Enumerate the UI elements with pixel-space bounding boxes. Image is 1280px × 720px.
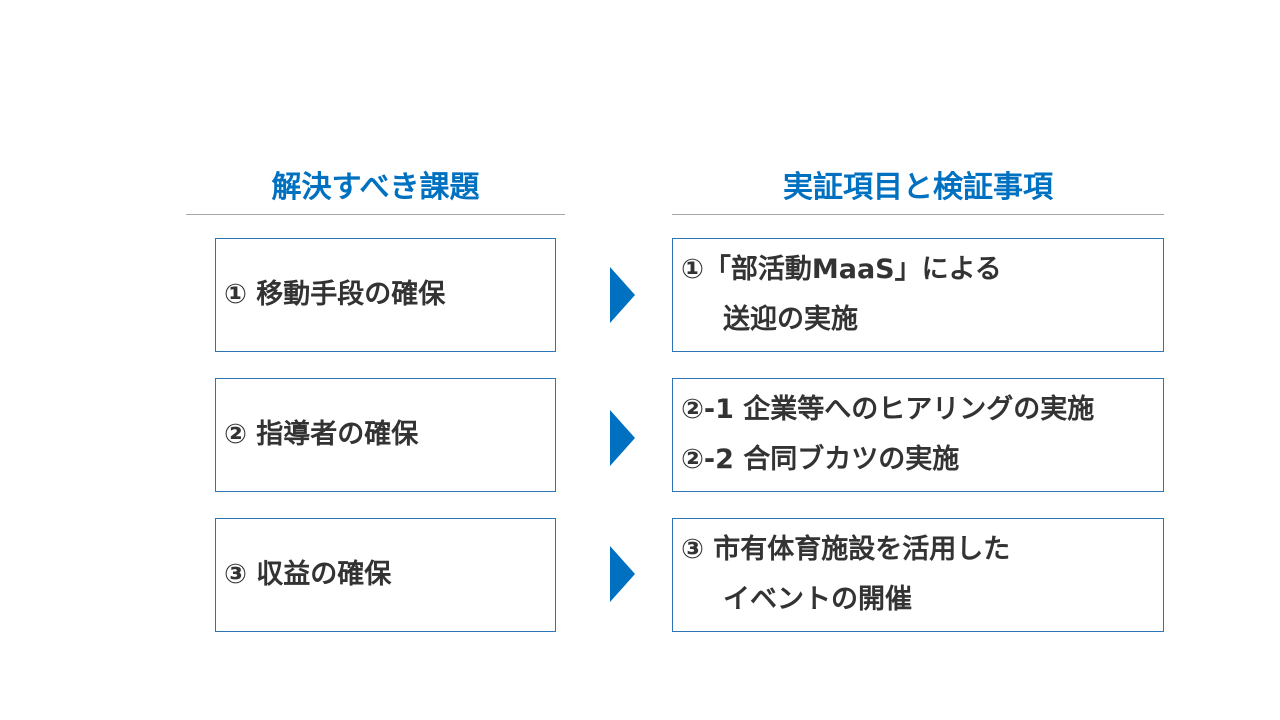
- verification-box-1: ①「部活動MaaS」による 送迎の実施: [672, 238, 1164, 352]
- verification-box-2: ②-1 企業等へのヒアリングの実施 ②-2 合同ブカツの実施: [672, 378, 1164, 492]
- arrow-right-icon: [610, 546, 635, 602]
- verification-text-2-line-1: ②-1 企業等へのヒアリングの実施: [681, 394, 1095, 425]
- verification-text-3-line-1: ③ 市有体育施設を活用した: [681, 534, 1011, 565]
- right-column-heading: 実証項目と検証事項: [783, 170, 1053, 205]
- arrow-right-icon: [610, 410, 635, 466]
- issue-text-3: ③ 収益の確保: [224, 559, 392, 590]
- verification-text-1-line-1: ①「部活動MaaS」による: [681, 254, 1002, 285]
- issue-text-2: ② 指導者の確保: [224, 419, 419, 450]
- issue-text-1: ① 移動手段の確保: [224, 279, 446, 310]
- left-heading-underline: [186, 214, 565, 215]
- right-heading-underline: [672, 214, 1164, 215]
- arrow-right-icon: [610, 267, 635, 323]
- verification-box-3: ③ 市有体育施設を活用した イベントの開催: [672, 518, 1164, 632]
- issue-box-2: ② 指導者の確保: [215, 378, 556, 492]
- verification-text-3-line-2: イベントの開催: [723, 584, 912, 615]
- issue-box-1: ① 移動手段の確保: [215, 238, 556, 352]
- verification-text-1-line-2: 送迎の実施: [723, 304, 858, 335]
- issue-box-3: ③ 収益の確保: [215, 518, 556, 632]
- verification-text-2-line-2: ②-2 合同ブカツの実施: [681, 444, 960, 475]
- left-column-heading: 解決すべき課題: [271, 170, 480, 205]
